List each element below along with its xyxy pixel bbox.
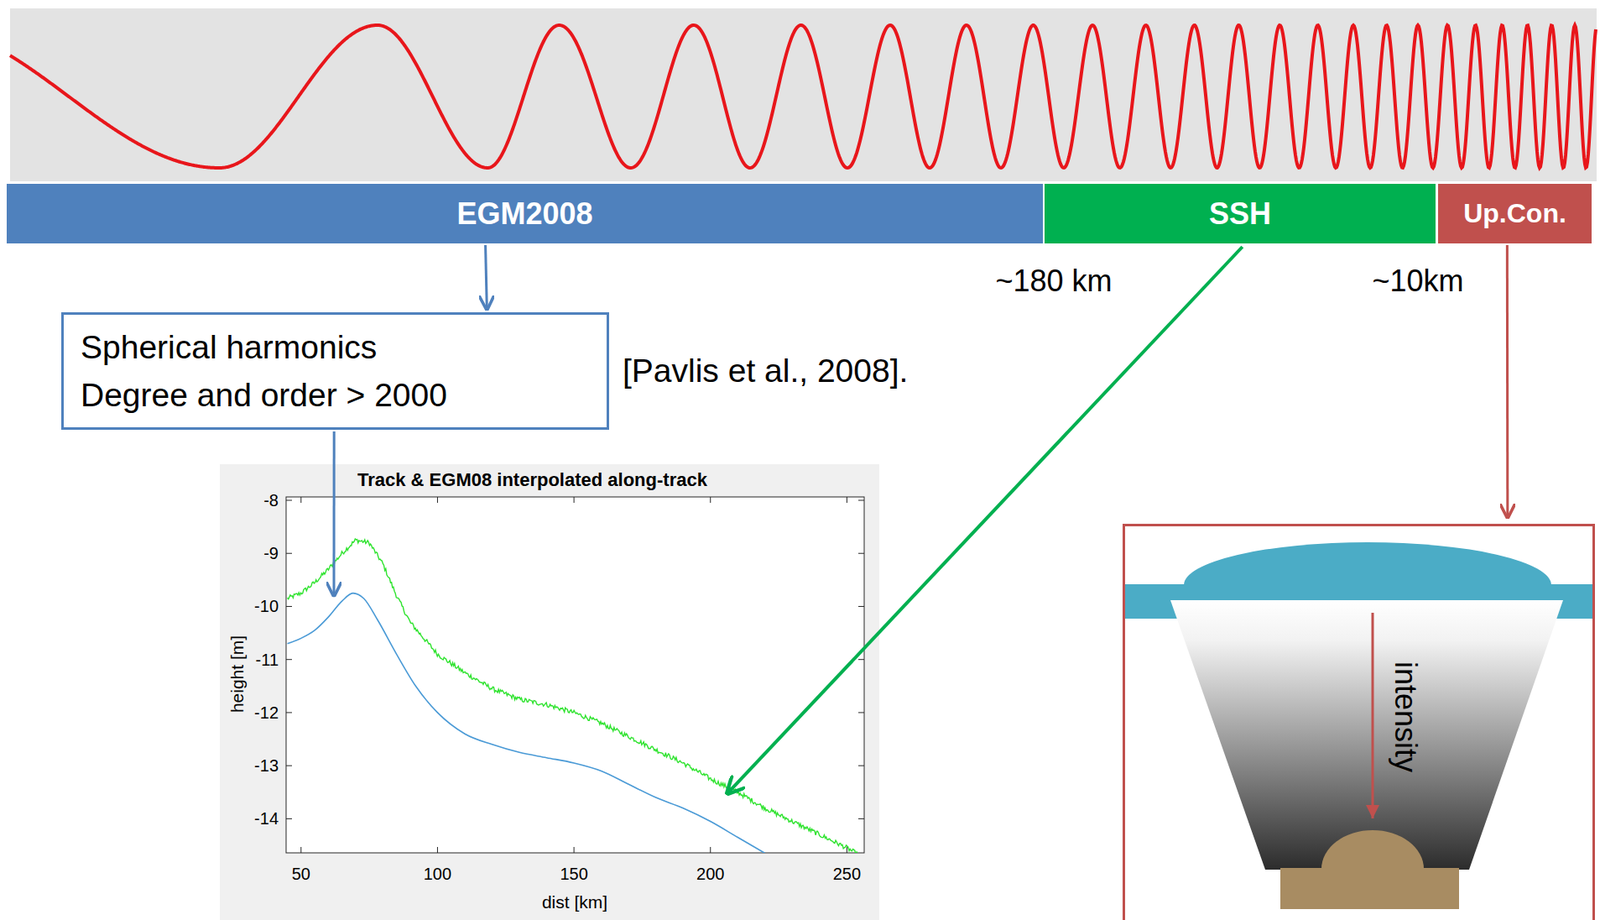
x-tick <box>437 496 438 503</box>
plot-area <box>286 496 865 853</box>
axis-label: height [m] <box>227 635 248 713</box>
node-text: Spherical harmonics <box>80 323 590 371</box>
x-tick <box>709 496 711 503</box>
y-tick <box>286 818 292 819</box>
illustration-box: intensity <box>1122 523 1595 920</box>
sea-surface-bump <box>1183 542 1552 585</box>
scale-label: ~10km <box>1371 263 1464 298</box>
y-tick-label: -14 <box>254 808 279 829</box>
node-text: intensity <box>1388 661 1423 772</box>
band-egm2008: EGM2008 <box>6 183 1043 244</box>
x-tick <box>300 496 302 503</box>
flow-arrow <box>1506 244 1509 519</box>
flow-arrow <box>726 246 1243 795</box>
process-box: Spherical harmonicsDegree and order > 20… <box>61 312 610 430</box>
y-tick <box>286 605 292 607</box>
y-tick <box>858 658 865 660</box>
x-tick-label: 50 <box>291 864 311 884</box>
node-text: EGM2008 <box>456 196 593 231</box>
y-tick <box>858 605 865 607</box>
x-tick-label: 250 <box>833 864 861 884</box>
y-tick-label: -8 <box>263 490 279 511</box>
y-tick <box>858 552 865 554</box>
x-tick <box>846 496 848 503</box>
chart-panel <box>219 463 880 920</box>
x-tick <box>846 846 848 853</box>
y-tick <box>286 765 292 767</box>
seabed <box>1280 867 1460 909</box>
y-tick <box>858 818 865 819</box>
x-tick-label: 200 <box>696 864 725 884</box>
y-tick <box>286 658 292 660</box>
node-text: Track & EGM08 interpolated along-track <box>354 469 710 490</box>
seamount <box>1321 829 1424 869</box>
egm08-curve <box>287 593 793 853</box>
x-tick-label: 100 <box>423 864 452 884</box>
scale-label: ~180 km <box>995 263 1112 298</box>
x-tick <box>437 846 438 853</box>
track-curve <box>287 538 859 853</box>
chirp-wave <box>10 25 1596 168</box>
y-tick-label: -12 <box>254 702 279 722</box>
x-tick-label: 150 <box>559 864 588 884</box>
flow-arrow <box>485 244 488 311</box>
intensity-cone <box>1170 599 1564 870</box>
y-tick <box>858 765 865 767</box>
axis-ticks <box>286 496 865 853</box>
wave-band <box>10 8 1597 182</box>
y-tick <box>858 500 865 501</box>
node-text: Up.Con. <box>1463 198 1567 230</box>
x-tick <box>300 846 302 853</box>
y-tick <box>286 552 292 554</box>
y-tick-label: -9 <box>263 543 279 563</box>
band-ssh: SSH <box>1044 183 1436 244</box>
x-tick <box>573 846 575 853</box>
y-tick <box>858 711 865 713</box>
citation: [Pavlis et al., 2008]. <box>622 351 908 390</box>
axis-label: dist [km] <box>542 891 608 913</box>
band-upward-continuation: Up.Con. <box>1438 183 1592 244</box>
y-tick-label: -11 <box>255 649 279 669</box>
node-subtext: Degree and order > 2000 <box>80 370 590 419</box>
x-tick <box>709 846 711 853</box>
chart-panel: Track & EGM08 interpolated along-track <box>219 463 880 920</box>
x-tick <box>573 496 575 503</box>
y-tick-label: -13 <box>254 755 279 776</box>
intensity-arrow <box>1371 612 1375 819</box>
node-text: SSH <box>1209 196 1272 231</box>
y-tick <box>286 500 292 501</box>
flow-arrow <box>332 431 335 597</box>
y-tick-label: -10 <box>254 596 279 616</box>
y-tick <box>286 711 292 713</box>
